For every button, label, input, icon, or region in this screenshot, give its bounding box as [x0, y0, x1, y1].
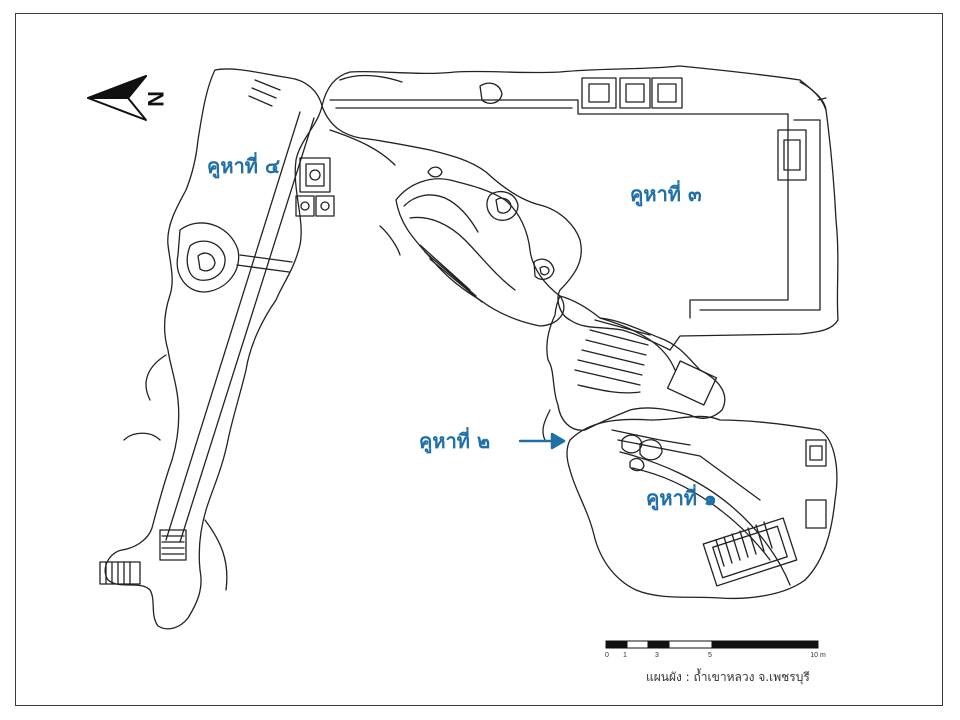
- chamber-1-outline: [566, 415, 838, 600]
- scale-tick-1: 1: [623, 652, 627, 659]
- chamber-3-label: คูหาที่ ๓: [630, 182, 702, 206]
- compass-arrow-icon: [87, 75, 147, 121]
- chamber-2-label: คูหาที่ ๒: [419, 429, 491, 453]
- scale-tick-5: 5: [708, 652, 712, 659]
- chamber-3-outline: [321, 65, 839, 351]
- chamber-2-outline: [546, 295, 726, 431]
- scale-bar: [605, 640, 819, 649]
- scale-tick-10m: 10 m: [810, 652, 826, 659]
- scale-tick-0: 0: [605, 652, 609, 659]
- north-letter: N: [142, 91, 168, 107]
- cave-cracks: [329, 129, 551, 441]
- chamber-4-outline: [99, 68, 335, 630]
- map-caption: แผนผัง : ถ้ำเขาหลวง จ.เพชรบุรี: [646, 670, 810, 684]
- inner-rock-outline: [395, 166, 565, 327]
- chamber-4-label: คูหาที่ ๔: [207, 154, 281, 178]
- scale-tick-3: 3: [655, 652, 659, 659]
- chamber-1-label: คูหาที่ ๑: [646, 486, 717, 510]
- chamber-2-arrow: [518, 432, 566, 450]
- map-frame: [15, 13, 943, 706]
